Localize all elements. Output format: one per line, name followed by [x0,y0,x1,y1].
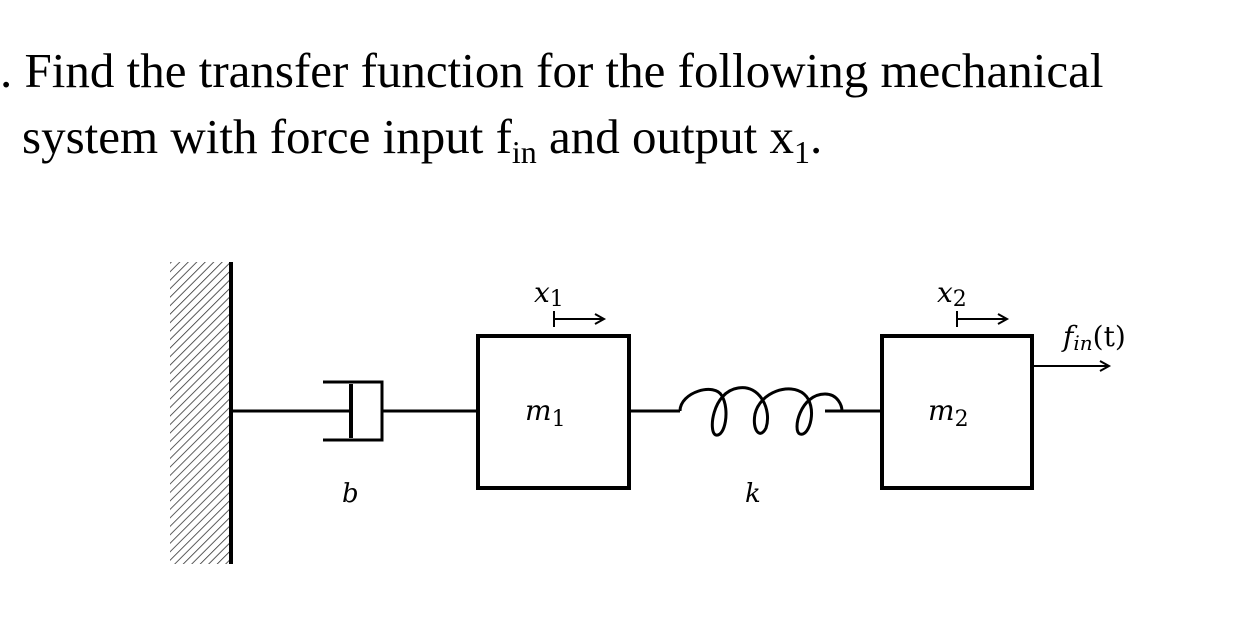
problem-line2-c: . [810,109,823,164]
spring [629,386,882,437]
x2-symbol: x [937,276,953,309]
x1-label: x1 [534,276,564,312]
wall-hatching [170,262,230,564]
input-force-arrow [1032,360,1112,372]
spring-label: k [745,479,761,509]
problem-statement: . Find the transfer function for the fol… [0,38,1238,170]
problem-line-1: . Find the transfer function for the fol… [0,38,1238,104]
problem-line1-text: Find the transfer function for the follo… [12,43,1104,98]
force-label: fin(t) [1061,320,1126,355]
problem-sub-in: in [511,134,537,170]
force-subscript: in [1073,331,1092,355]
damper-label: b [342,479,359,509]
problem-line-2: system with force input fin and output x… [0,104,1238,170]
mass-1-subscript: 1 [552,407,566,432]
x1-symbol: x [534,276,550,309]
displacement-arrow-x1 [553,311,607,327]
problem-line2-a: system with force input f [22,109,512,164]
displacement-arrow-x2 [956,311,1010,327]
mass-2-subscript: 2 [955,407,969,432]
x2-subscript: 2 [953,287,967,312]
damper [231,380,478,442]
mass-2-symbol: m [928,394,955,427]
x1-subscript: 1 [550,287,564,312]
force-argument: (t) [1093,320,1126,353]
spring-coil [678,386,844,437]
mass-1-block [476,334,631,490]
problem-sub-1: 1 [794,134,811,170]
mass-1-symbol: m [525,394,552,427]
problem-line2-b: and output x [536,109,795,164]
problem-prefix: . [0,43,13,98]
mass-2-block [880,334,1034,490]
mass-1-label: m1 [525,394,566,432]
x2-label: x2 [937,276,967,312]
fixed-wall [170,262,233,564]
mass-2-label: m2 [928,394,969,432]
